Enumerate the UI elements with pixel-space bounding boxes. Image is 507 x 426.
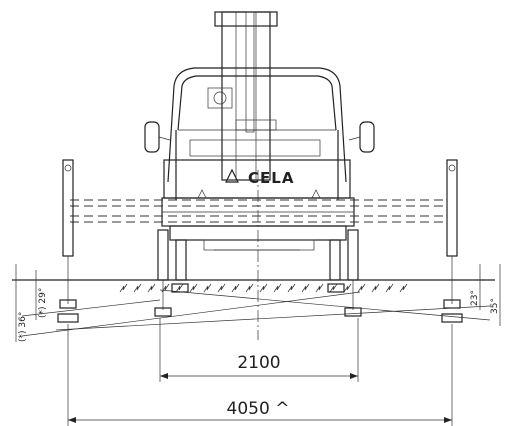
hatch-mark	[231, 283, 240, 293]
hatch-mark	[399, 283, 408, 293]
hatch-mark	[385, 283, 394, 293]
outrigger-beams	[70, 199, 445, 223]
brand-logo: CELA	[225, 168, 294, 187]
hatch-mark	[119, 283, 128, 293]
right-inner-leg	[327, 229, 362, 317]
vehicle-cab	[163, 67, 351, 200]
left-mirror	[144, 121, 171, 153]
left-angle-outer-label: (*) 36°	[18, 312, 28, 342]
right-angle-inner-label: 23°	[470, 290, 480, 306]
right-outrigger-leg	[441, 159, 463, 323]
hatch-mark	[133, 283, 142, 293]
hatch-mark	[343, 283, 352, 293]
left-angle-inner-label: (*) 29°	[38, 288, 48, 318]
track-width-label: 2100	[237, 353, 280, 373]
hatch-mark	[245, 283, 254, 293]
hatch-mark	[217, 283, 226, 293]
left-angle-dimensions: (*) 29° (*) 36°	[12, 264, 48, 342]
hatch-mark	[357, 283, 366, 293]
track-width-dimension: 2100	[159, 318, 359, 382]
hatch-mark	[161, 283, 170, 293]
ground-lines	[12, 279, 495, 337]
hatch-mark	[287, 283, 296, 293]
right-mirror	[348, 121, 375, 153]
hatch-mark	[273, 283, 282, 293]
hatch-mark	[259, 283, 268, 293]
hatch-mark	[315, 283, 324, 293]
outrigger-span-dimension: 4050 ^	[67, 324, 453, 426]
logo-text: CELA	[248, 169, 294, 187]
right-angle-dimensions: 23° 35°	[470, 264, 501, 326]
hatch-mark	[301, 283, 310, 293]
left-outrigger-leg	[57, 159, 79, 323]
hatch-mark	[189, 283, 198, 293]
right-angle-outer-label: 35°	[490, 298, 500, 314]
outrigger-span-label: 4050 ^	[227, 399, 290, 419]
hatch-mark	[147, 283, 156, 293]
hatch-mark	[175, 283, 184, 293]
hatch-mark	[329, 283, 338, 293]
left-inner-leg	[154, 229, 189, 317]
boom-mast	[214, 11, 278, 181]
hatch-mark	[371, 283, 380, 293]
ground-hatch	[119, 283, 408, 293]
hatch-mark	[203, 283, 212, 293]
